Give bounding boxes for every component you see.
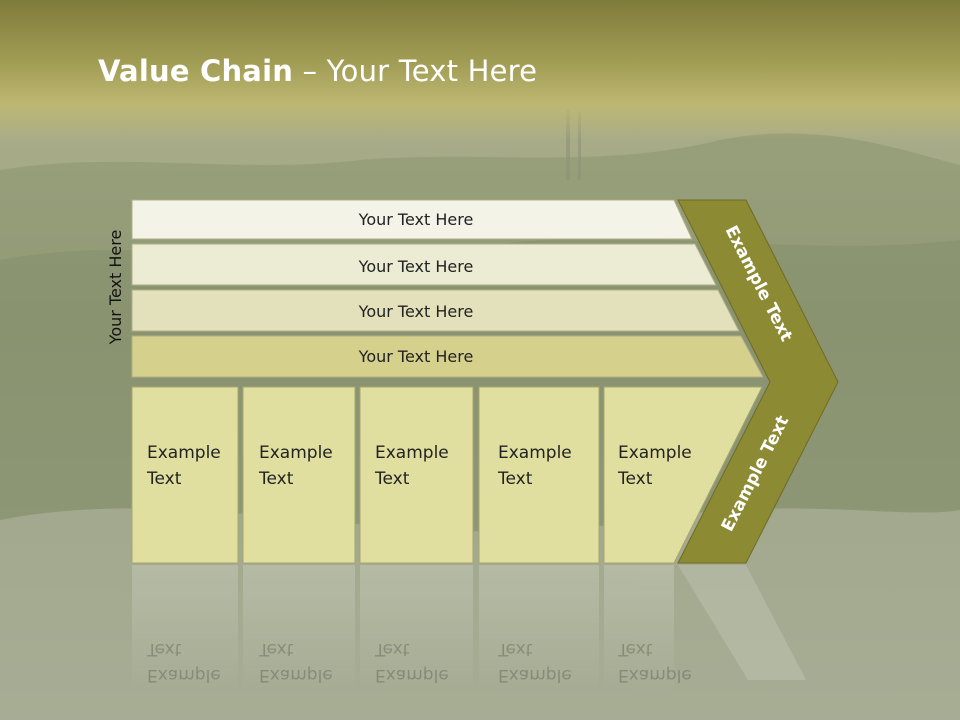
cell-shape-2 xyxy=(242,386,356,564)
svg-text:Text: Text xyxy=(497,639,533,659)
cell-shape-4 xyxy=(478,386,600,564)
band-label-4: Your Text Here xyxy=(358,347,474,366)
cell-1-line2: Text xyxy=(146,469,182,489)
band-row-4: Your Text Here xyxy=(131,335,764,378)
cell-4: Example Text xyxy=(478,386,600,564)
cell-5-line1: Example xyxy=(618,443,692,463)
band-row-3: Your Text Here xyxy=(131,289,740,332)
band-row-2: Your Text Here xyxy=(131,243,717,286)
cell-2: Example Text xyxy=(242,386,356,564)
cell-shape-1 xyxy=(131,386,239,564)
band-label-3: Your Text Here xyxy=(358,302,474,321)
cell-3-line2: Text xyxy=(374,469,410,489)
band-label-1: Your Text Here xyxy=(358,210,474,229)
side-label: Your Text Here xyxy=(106,230,125,346)
cell-shape-3 xyxy=(359,386,474,564)
band-shape-4 xyxy=(131,335,764,378)
svg-text:Example: Example xyxy=(618,665,692,685)
cells-reflection xyxy=(132,565,674,695)
title-rest: – Your Text Here xyxy=(293,54,538,88)
cell-2-line2: Text xyxy=(258,469,294,489)
svg-text:Example: Example xyxy=(498,665,572,685)
reflection-text: Example Text Example Text Example Text Exam… xyxy=(146,639,692,685)
cell-shape-5 xyxy=(603,386,763,564)
svg-text:Text: Text xyxy=(374,639,410,659)
cell-3: Example Text xyxy=(359,386,474,564)
band-shape-2 xyxy=(131,243,717,286)
cell-1: Example Text xyxy=(131,386,239,564)
svg-text:Text: Text xyxy=(258,639,294,659)
title-bold: Value Chain xyxy=(98,54,294,88)
svg-text:Example: Example xyxy=(259,665,333,685)
cell-5-line2: Text xyxy=(617,469,653,489)
chevron-arrow: Example Text Example Text xyxy=(677,199,839,564)
cell-3-line1: Example xyxy=(375,443,449,463)
slide-title: Value Chain – Your Text Here xyxy=(98,54,537,88)
svg-text:Text: Text xyxy=(617,639,653,659)
band-shape-3 xyxy=(131,289,740,332)
cell-1-line1: Example xyxy=(147,443,221,463)
chevron-shape xyxy=(677,199,839,564)
cell-4-line1: Example xyxy=(498,443,572,463)
band-row-1: Your Text Here xyxy=(131,199,693,240)
band-shape-1 xyxy=(131,199,693,240)
svg-text:Text: Text xyxy=(146,639,182,659)
cell-5: Example Text xyxy=(603,386,763,564)
arrow-reflection xyxy=(678,565,806,680)
cell-4-line2: Text xyxy=(497,469,533,489)
svg-text:Example: Example xyxy=(375,665,449,685)
title-band xyxy=(0,0,960,140)
cell-2-line1: Example xyxy=(259,443,333,463)
band-label-2: Your Text Here xyxy=(358,257,474,276)
svg-text:Example: Example xyxy=(147,665,221,685)
